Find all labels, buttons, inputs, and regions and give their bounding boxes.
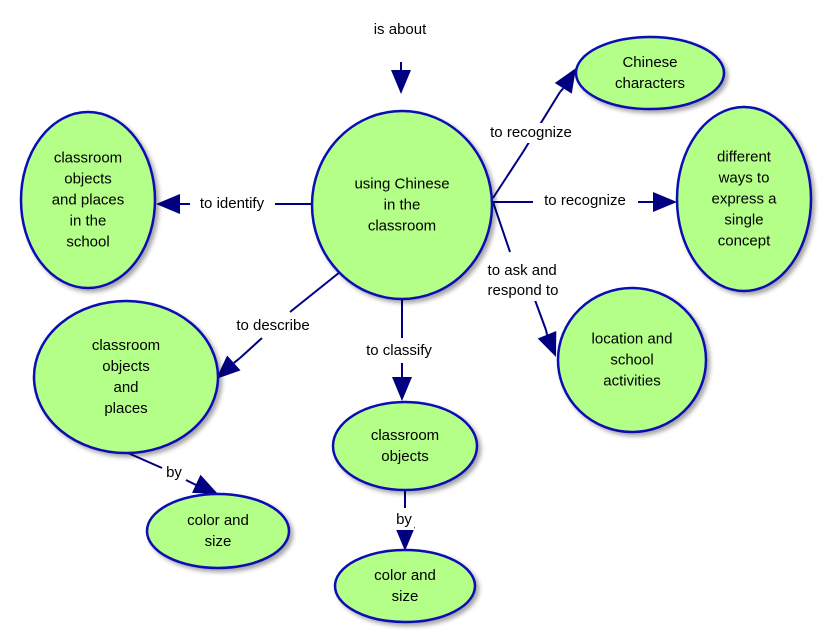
link-label-to-describe[interactable]: to describe bbox=[234, 316, 312, 336]
arrowhead-icon bbox=[537, 331, 557, 357]
link-line-to-describe-tail bbox=[239, 337, 263, 359]
arrowhead-icon bbox=[653, 192, 677, 212]
link-line-by-left bbox=[127, 452, 163, 469]
arrowhead-icon bbox=[156, 194, 180, 214]
link-line-to-recognize-characters bbox=[492, 91, 561, 199]
concept-node-location-activities[interactable] bbox=[556, 286, 708, 434]
concept-node-classroom-objects[interactable] bbox=[331, 400, 479, 492]
link-line-to-ask-respond-shaft bbox=[545, 329, 548, 335]
link-label-to-ask-respond[interactable]: to ask and respond to bbox=[485, 261, 561, 301]
link-label-by-left[interactable]: by bbox=[164, 463, 184, 483]
arrowhead-icon bbox=[554, 68, 576, 94]
link-label-is-about[interactable]: is about bbox=[371, 20, 429, 40]
concept-node-color-size-left[interactable] bbox=[145, 492, 291, 570]
arrowhead-icon bbox=[192, 474, 218, 494]
link-label-to-identify[interactable]: to identify bbox=[197, 194, 267, 214]
concept-node-chinese-characters[interactable] bbox=[574, 35, 726, 111]
concept-node-central[interactable] bbox=[310, 109, 494, 301]
arrowhead-icon bbox=[392, 377, 412, 401]
concept-node-objects-places[interactable] bbox=[32, 299, 220, 455]
concept-node-objects-places-school[interactable] bbox=[19, 110, 157, 290]
link-line-to-describe bbox=[289, 271, 341, 313]
link-label-to-recognize-characters[interactable]: to recognize bbox=[488, 123, 574, 143]
link-label-to-classify[interactable]: to classify bbox=[364, 341, 434, 361]
concept-node-color-size-center[interactable] bbox=[333, 548, 477, 624]
arrowhead-icon bbox=[395, 527, 415, 551]
link-line-to-ask-respond bbox=[492, 201, 511, 253]
arrowhead-icon bbox=[391, 70, 411, 94]
link-label-by-center[interactable]: by bbox=[394, 510, 414, 530]
arrowhead-icon bbox=[216, 355, 241, 379]
link-line-to-describe-shaft bbox=[233, 357, 241, 364]
link-line-by-left-tail bbox=[185, 479, 197, 486]
concept-node-different-ways[interactable] bbox=[675, 105, 813, 293]
link-label-to-recognize-ways[interactable]: to recognize bbox=[542, 191, 628, 211]
link-line-to-recognize-characters-shaft bbox=[559, 87, 565, 93]
